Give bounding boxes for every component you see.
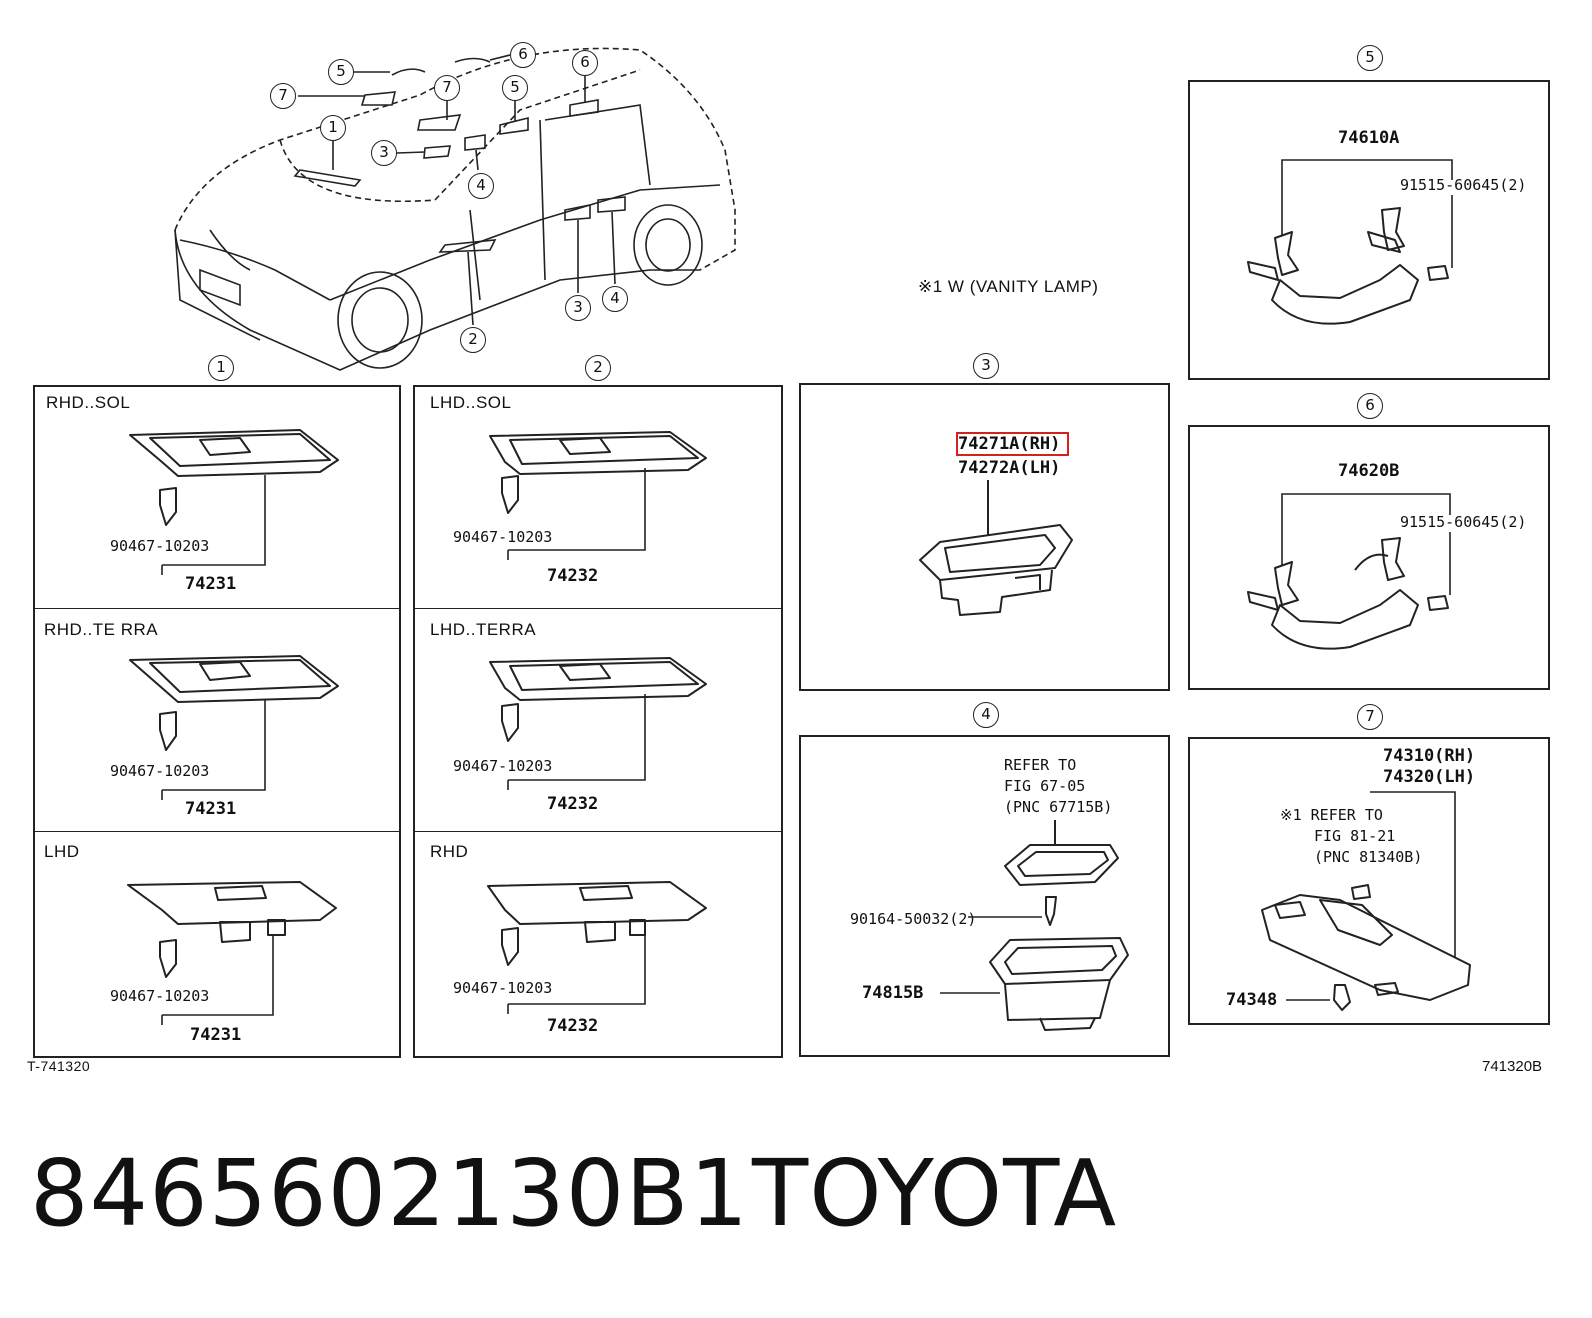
section-1-part-terra: 74231 bbox=[185, 799, 237, 819]
vanity-lamp-note: ※1 W (VANITY LAMP) bbox=[918, 277, 1099, 296]
section-3-part-rh: 74271A(RH) bbox=[958, 434, 1061, 454]
section-7-refer-line3: (PNC 81340B) bbox=[1314, 848, 1423, 866]
section-1-clip-lhd: 90467-10203 bbox=[110, 987, 210, 1005]
footer-brand: TOYOTA bbox=[752, 1140, 1118, 1247]
section-2-variant-terra: LHD..TERRA bbox=[430, 620, 537, 639]
section-4-refer-line3: (PNC 67715B) bbox=[1004, 798, 1113, 816]
vehicle-callout-1: 1 bbox=[320, 115, 346, 141]
highlight-box bbox=[956, 432, 1069, 456]
section-6-bolt: 91515-60645(2) bbox=[1400, 513, 1527, 531]
section-4-screw: 90164-50032(2) bbox=[850, 910, 977, 928]
section-2-part-sol: 74232 bbox=[547, 566, 599, 586]
section-2-clip-sol: 90467-10203 bbox=[453, 528, 553, 546]
section-2-panel bbox=[413, 385, 783, 1058]
vehicle-callout-7b: 7 bbox=[434, 75, 460, 101]
figure-ref-left: T-741320 bbox=[27, 1058, 91, 1074]
vehicle-callout-5a: 5 bbox=[328, 59, 354, 85]
section-number-3: 3 bbox=[973, 353, 999, 379]
section-2-cell-terra bbox=[413, 608, 783, 832]
section-2-variant-rhd: RHD bbox=[430, 842, 469, 861]
vehicle-callout-3b: 3 bbox=[565, 295, 591, 321]
section-4-refer-line2: FIG 67-05 bbox=[1004, 777, 1086, 795]
section-2-part-rhd: 74232 bbox=[547, 1016, 599, 1036]
section-1-variant-lhd: LHD bbox=[44, 842, 80, 861]
section-7-refer-line2: FIG 81-21 bbox=[1314, 827, 1396, 845]
section-1-panel bbox=[33, 385, 401, 1058]
section-number-5: 5 bbox=[1357, 45, 1383, 71]
section-5-panel bbox=[1188, 80, 1550, 380]
vehicle-callout-7a: 7 bbox=[270, 83, 296, 109]
vehicle-callout-6a: 6 bbox=[510, 42, 536, 68]
section-number-2: 2 bbox=[585, 355, 611, 381]
section-3-part-lh: 74272A(LH) bbox=[958, 458, 1061, 478]
vehicle-callout-4b: 4 bbox=[602, 286, 628, 312]
section-3-panel bbox=[799, 383, 1170, 691]
section-2-clip-terra: 90467-10203 bbox=[453, 757, 553, 775]
footer-part-number: 8465602130B1 bbox=[30, 1140, 749, 1247]
section-2-part-terra: 74232 bbox=[547, 794, 599, 814]
section-4-panel bbox=[799, 735, 1170, 1057]
section-2-clip-rhd: 90467-10203 bbox=[453, 979, 553, 997]
section-1-part-lhd: 74231 bbox=[190, 1025, 242, 1045]
vehicle-callout-5b: 5 bbox=[502, 75, 528, 101]
vehicle-callout-2: 2 bbox=[460, 327, 486, 353]
section-2-variant-sol: LHD..SOL bbox=[430, 393, 512, 412]
section-5-part: 74610A bbox=[1338, 128, 1400, 148]
section-number-7: 7 bbox=[1357, 704, 1383, 730]
section-7-part-rh: 74310(RH) bbox=[1383, 746, 1476, 766]
section-number-4: 4 bbox=[973, 702, 999, 728]
vehicle-callout-4a: 4 bbox=[468, 173, 494, 199]
section-1-variant-terra: RHD..TE RRA bbox=[44, 620, 159, 639]
section-7-refer-line1: ※1 REFER TO bbox=[1280, 806, 1383, 824]
section-4-part: 74815B bbox=[862, 983, 924, 1003]
section-number-1: 1 bbox=[208, 355, 234, 381]
section-4-refer-line1: REFER TO bbox=[1004, 756, 1077, 774]
section-7-part-lh: 74320(LH) bbox=[1383, 767, 1476, 787]
figure-ref-right: 741320B bbox=[1482, 1058, 1543, 1075]
section-7-clip: 74348 bbox=[1226, 990, 1278, 1010]
section-7-panel bbox=[1188, 737, 1550, 1025]
section-1-cell-terra bbox=[33, 608, 401, 832]
vehicle-callout-6b: 6 bbox=[572, 50, 598, 76]
section-1-clip-terra: 90467-10203 bbox=[110, 762, 210, 780]
section-1-clip-sol: 90467-10203 bbox=[110, 537, 210, 555]
section-6-part: 74620B bbox=[1338, 461, 1400, 481]
section-number-6: 6 bbox=[1357, 393, 1383, 419]
vehicle-callout-3a: 3 bbox=[371, 140, 397, 166]
section-5-bolt: 91515-60645(2) bbox=[1400, 176, 1527, 194]
section-1-variant-sol: RHD..SOL bbox=[46, 393, 131, 412]
section-1-part-sol: 74231 bbox=[185, 574, 237, 594]
